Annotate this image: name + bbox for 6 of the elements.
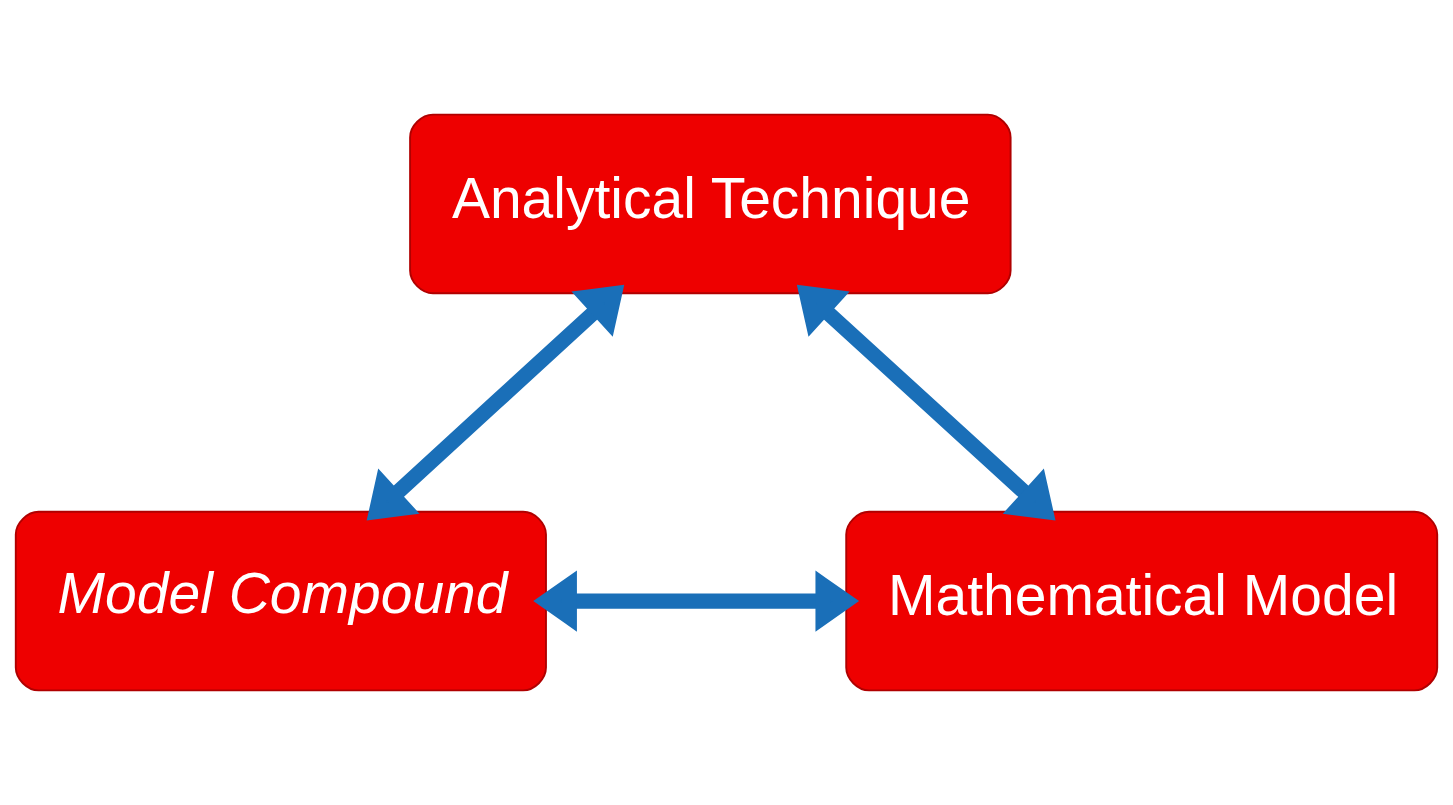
arrow	[533, 570, 860, 632]
node-box: Mathematical Model	[845, 510, 1439, 692]
arrow	[796, 284, 1056, 521]
node-box: Model Compound	[14, 510, 547, 692]
arrow	[366, 284, 625, 521]
node-box: Analytical Technique	[409, 113, 1012, 295]
